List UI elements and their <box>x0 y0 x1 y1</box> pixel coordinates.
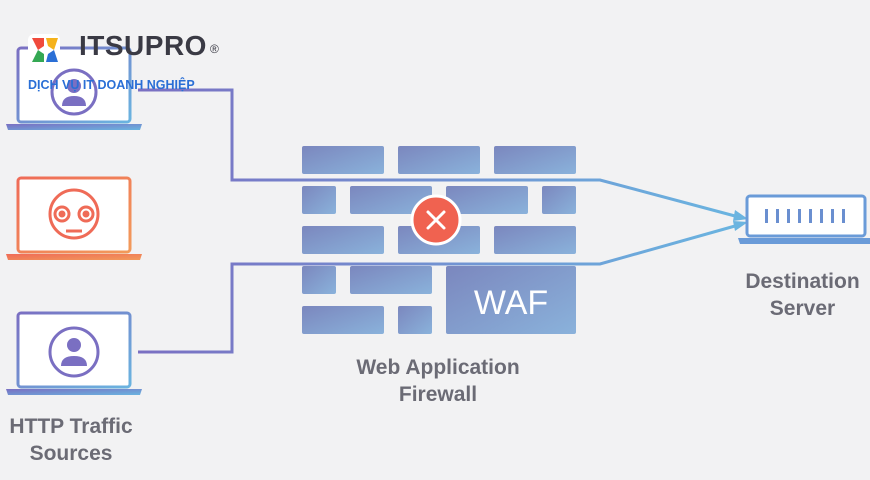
waf-box <box>446 266 576 334</box>
bot-laptop-icon <box>48 188 100 240</box>
label-line: Firewall <box>398 383 478 406</box>
user-laptop-icon <box>48 326 100 378</box>
user-laptop-icon <box>50 68 98 116</box>
logo-registered-mark: ® <box>210 42 219 56</box>
brick <box>302 146 384 174</box>
firewall-wall <box>302 146 576 334</box>
itsupro-logo-mark <box>28 34 60 66</box>
source-laptop-middle <box>6 176 142 260</box>
brick <box>446 186 528 214</box>
blocked-x-icon <box>410 194 462 246</box>
source-laptop-bottom <box>6 311 142 395</box>
arrowhead-top <box>733 210 748 221</box>
source-laptop-top <box>6 46 142 130</box>
label-line: Server <box>769 297 836 320</box>
brick <box>350 266 432 294</box>
brick <box>302 226 384 254</box>
brick <box>494 226 576 254</box>
logo-name: ITSUPRO <box>79 30 207 61</box>
server-icon <box>738 194 870 244</box>
label-line: Sources <box>29 442 113 465</box>
legit-traffic-line-top <box>138 88 736 218</box>
traffic-lines <box>138 88 748 354</box>
label-line: HTTP Traffic <box>9 415 133 438</box>
legit-traffic-line-bottom <box>138 224 736 354</box>
label-web-application-firewall: Web Application Firewall <box>318 354 558 408</box>
arrowhead-bottom <box>733 221 748 231</box>
brick <box>542 186 576 214</box>
brick <box>302 306 384 334</box>
label-http-traffic-sources: HTTP Traffic Sources <box>0 413 142 467</box>
brick <box>350 186 432 214</box>
waf-box-label: WAF <box>474 284 548 322</box>
logo-tagline: DỊCH VỤ IT DOANH NGHIỆP <box>28 78 195 92</box>
brick <box>398 306 432 334</box>
brick <box>494 146 576 174</box>
label-destination-server: Destination Server <box>735 268 870 322</box>
brick <box>302 266 336 294</box>
brick <box>302 186 336 214</box>
brick <box>398 146 480 174</box>
label-line: Destination <box>745 270 860 293</box>
label-line: Web Application <box>356 356 520 379</box>
